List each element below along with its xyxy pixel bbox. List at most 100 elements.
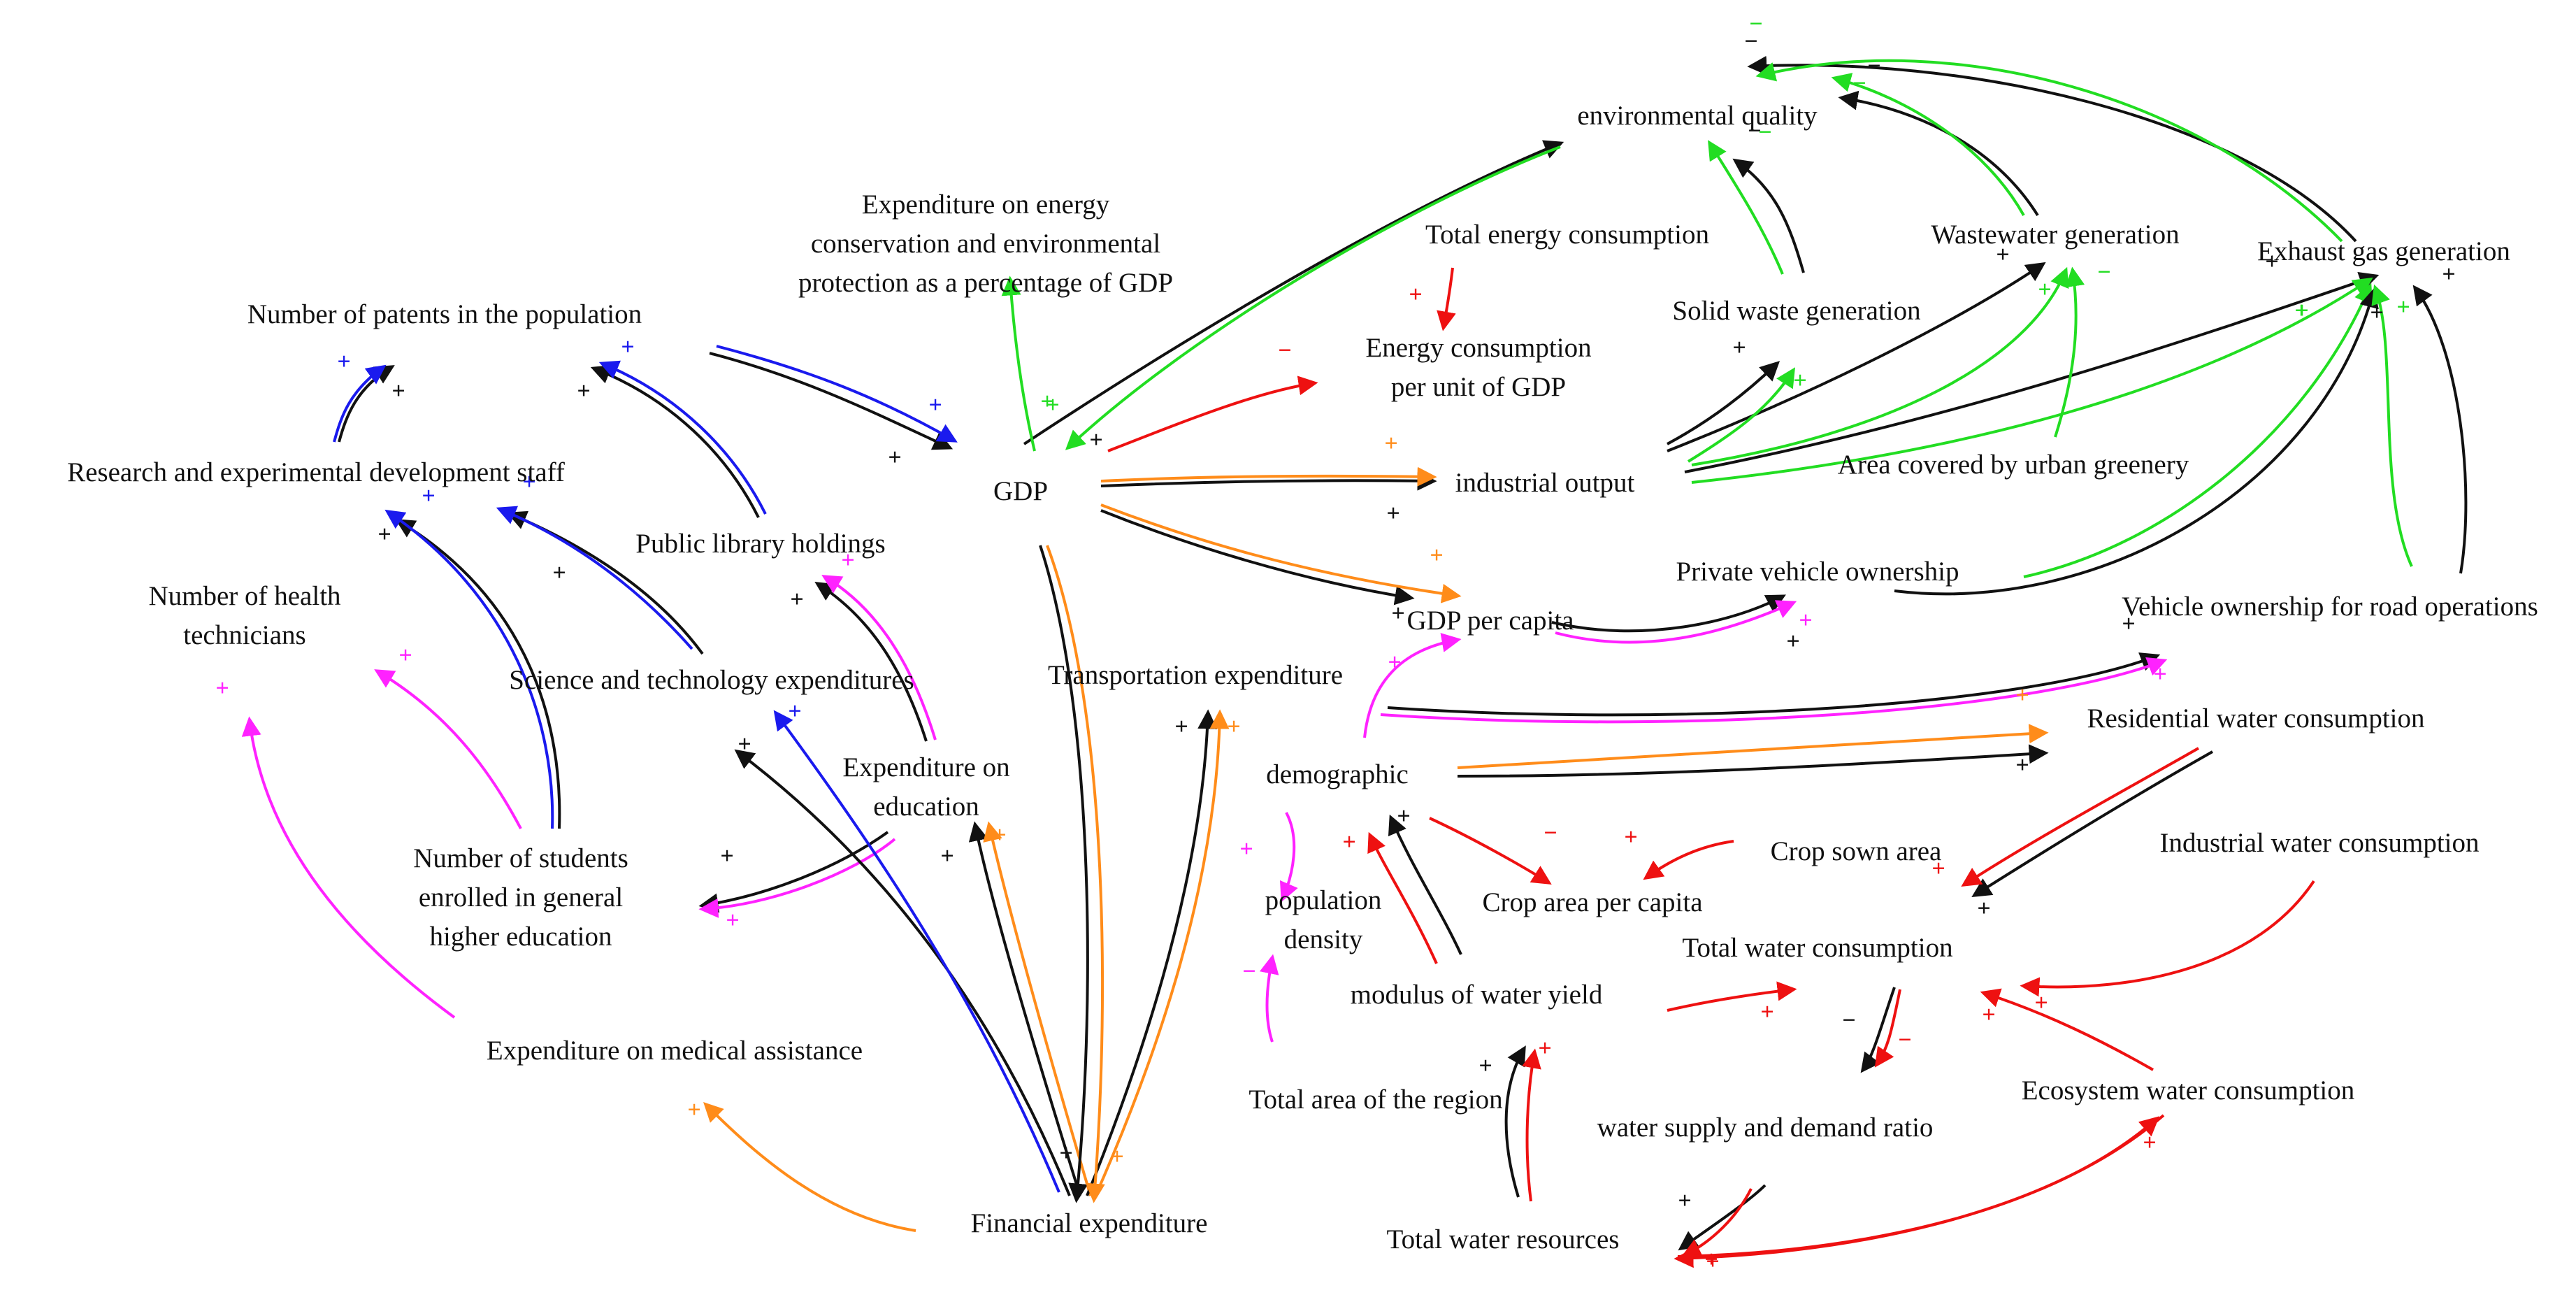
link-gdp-to-industrial_output-orange [1100, 466, 1437, 487]
polarity-sign: + [737, 731, 751, 757]
link-road_vehicle-to-exhaust-black [2412, 285, 2468, 574]
link-total_water-to-supply_demand-black [1860, 987, 1896, 1073]
polarity-sign: + [1996, 242, 2009, 268]
link-private_vehicle-to-exhaust-green [2023, 282, 2373, 578]
link-sci_tech_exp-to-rd_staff-blue [496, 506, 693, 650]
polarity-sign: + [1478, 1053, 1492, 1079]
link-industrial_output-to-wastewater-green [1691, 266, 2069, 466]
polarity-sign: + [687, 1097, 700, 1123]
link-industrial_output-to-exhaust-black [1684, 272, 2380, 473]
link-residential_water-to-total_water-black [1971, 750, 2213, 897]
node-patents: Number of patents in the population [247, 299, 642, 329]
node-industrial-water: Industrial water consumption [2159, 828, 2479, 858]
polarity-sign: + [1110, 1144, 1123, 1170]
link-wastewater-to-env_quality-black [1838, 90, 2039, 217]
node-water-yield: modulus of water yield [1351, 980, 1603, 1010]
link-total_area-to-pop_density-magenta [1259, 954, 1279, 1043]
polarity-sign: + [1040, 389, 1053, 415]
node-total-area: Total area of the region [1249, 1085, 1502, 1115]
polarity-sign: + [2015, 752, 2029, 778]
node-wastewater: Wastewater generation [1931, 220, 2179, 250]
polarity-sign: + [2034, 990, 2048, 1016]
polarity-sign: + [1786, 629, 1799, 654]
link-industrial_output-to-solid_waste-green [1687, 367, 1796, 463]
link-gdp_per_capita-to-road_vehicle-black [1387, 652, 2161, 717]
polarity-sign: + [377, 522, 391, 548]
polarity-sign: + [1409, 282, 1422, 308]
polarity-sign: + [2143, 1130, 2156, 1156]
node-road-vehicle: Vehicle ownership for road operations [2122, 592, 2538, 622]
polarity-sign: + [1624, 824, 1637, 850]
link-total_water_res-to-water_yield-red [1522, 1048, 1541, 1202]
polarity-sign: + [2153, 661, 2166, 687]
node-sci-tech-exp: Science and technology expenditures [509, 665, 914, 695]
link-financial_exp-to-education_exp-orange [983, 821, 1092, 1196]
polarity-sign: + [1430, 543, 1443, 568]
link-solid_waste-to-env_quality-black [1732, 158, 1805, 273]
link-urban_greenery-to-wastewater-green [2054, 266, 2085, 438]
link-industrial_water-to-total_water-red [2020, 880, 2315, 997]
polarity-sign: + [1239, 836, 1253, 862]
link-industrial_output-to-solid_waste-black [1667, 361, 1780, 445]
polarity-sign: + [552, 560, 566, 586]
node-transport-exp: Transportation expenditure [1048, 660, 1343, 690]
polarity-sign: + [422, 483, 435, 509]
link-ecosystem_water-to-total_water_res-red [1674, 1114, 2165, 1268]
polarity-sign: + [1704, 1247, 1718, 1273]
polarity-sign: + [1931, 856, 1945, 882]
polarity-sign: − [2097, 259, 2110, 285]
node-gdp-per-capita: GDP per capita [1407, 606, 1574, 636]
polarity-sign: − [1758, 120, 1771, 145]
polarity-sign: + [726, 908, 739, 933]
node-library: Public library holdings [635, 529, 885, 559]
polarity-sign: + [1059, 1140, 1072, 1166]
link-financial_exp-to-transport_exp-black [1086, 709, 1218, 1196]
node-urban-greenery: Area covered by urban greenery [1838, 450, 2189, 480]
link-demographic-to-residential_water-black [1457, 744, 2049, 778]
link-water_yield-to-total_water-red [1667, 981, 1797, 1012]
link-patents-to-gdp-blue [716, 345, 958, 443]
link-ecosystem_water-to-total_water-red [1980, 988, 2154, 1071]
polarity-sign: − [1867, 53, 1880, 79]
polarity-sign: + [1174, 714, 1188, 740]
link-wastewater-to-env_quality-green [1831, 73, 2025, 216]
polarity-sign: + [720, 843, 733, 869]
polarity-sign: − [1278, 338, 1291, 364]
polarity-sign: + [928, 392, 942, 418]
link-crop_sown-to-crop_per_capita-red [1643, 840, 1734, 880]
link-education_exp-to-library-black [814, 581, 928, 742]
node-exhaust: Exhaust gas generation [2257, 236, 2510, 266]
polarity-sign: + [788, 699, 801, 724]
polarity-sign: + [2295, 298, 2308, 324]
polarity-sign: + [1384, 431, 1397, 457]
polarity-sign: + [398, 643, 412, 668]
polarity-sign: − [1852, 71, 1866, 96]
link-financial_exp-to-sci_tech_exp-black [734, 749, 1071, 1196]
polarity-sign: + [1391, 601, 1404, 627]
node-rd-staff: Research and experimental development st… [67, 457, 565, 487]
node-supply-demand: water supply and demand ratio [1597, 1113, 1934, 1143]
node-industrial-output: industrial output [1455, 468, 1635, 498]
link-gdp_per_capita-to-road_vehicle-magenta [1380, 657, 2168, 724]
node-env-quality: environmental quality [1577, 101, 1818, 131]
polarity-sign: + [337, 349, 350, 375]
link-water_yield-to-demographic-black [1388, 814, 1462, 955]
polarity-sign: + [1342, 829, 1355, 855]
polarity-sign: + [1760, 999, 1773, 1025]
link-demographic-to-gdp_per_capita-magenta [1363, 633, 1462, 738]
polarity-sign: + [2265, 249, 2278, 275]
polarity-sign: + [2442, 262, 2455, 287]
link-gdp-to-exp_energy-green [1001, 276, 1036, 452]
node-medical-exp: Expenditure on medical assistance [487, 1036, 863, 1066]
polarity-sign: + [2396, 294, 2410, 320]
link-supply_demand-to-total_water_res-black [1678, 1184, 1766, 1251]
link-demographic-to-residential_water-orange [1457, 724, 2049, 769]
polarity-sign: + [888, 445, 901, 471]
polarity-sign: + [1388, 650, 1401, 675]
polarity-sign: − [1242, 959, 1255, 985]
